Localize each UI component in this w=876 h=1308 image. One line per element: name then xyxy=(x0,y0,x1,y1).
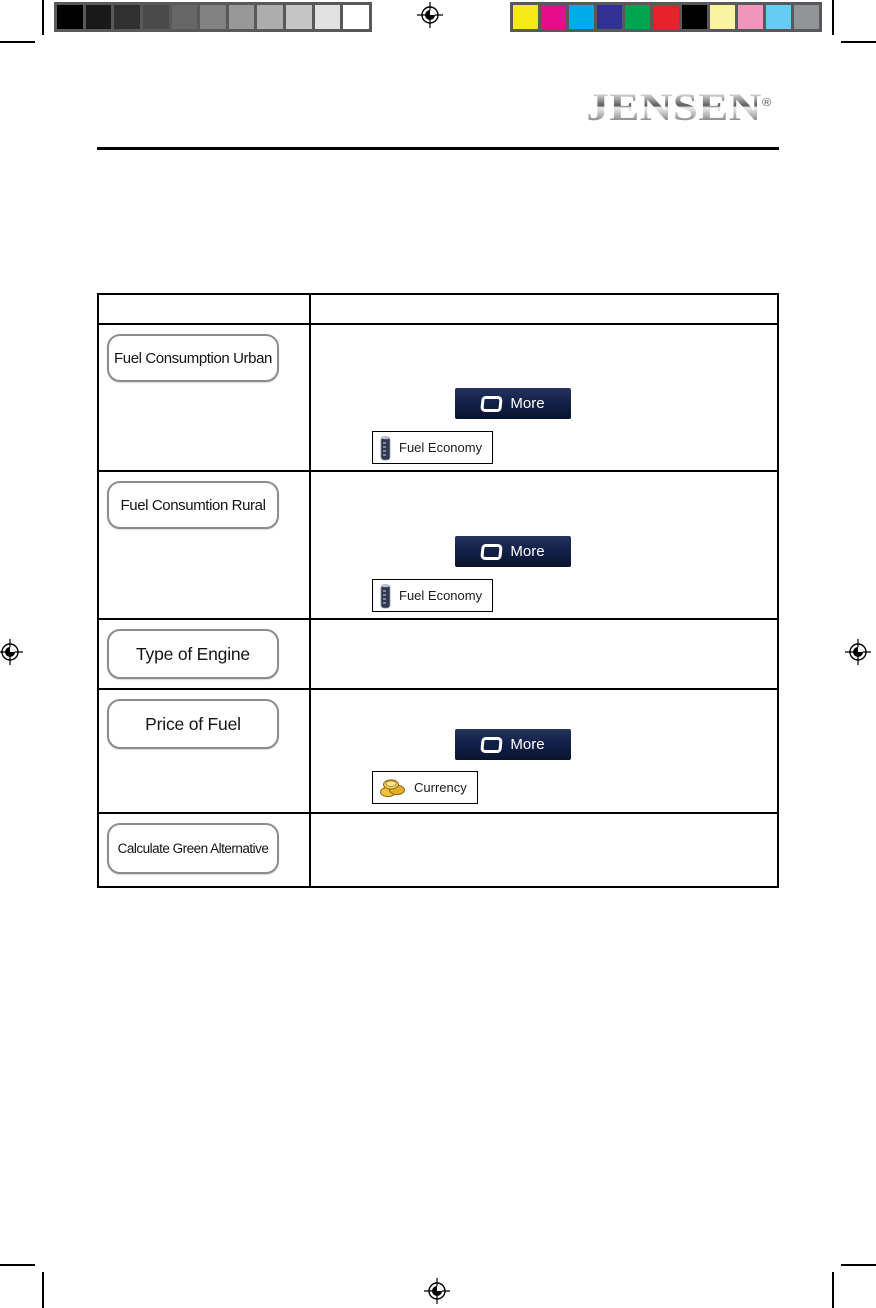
grayscale-calibration-bar xyxy=(54,2,372,32)
table-row: Fuel Consumption Urban More Fuel Economy xyxy=(99,323,777,470)
more-icon xyxy=(480,543,504,560)
row-cell-right: More Fuel Economy xyxy=(311,325,777,470)
table-row: Type of Engine xyxy=(99,618,777,688)
crop-mark xyxy=(42,0,44,35)
calibration-swatch xyxy=(257,5,284,29)
row-cell-right: More Fuel Economy xyxy=(311,472,777,618)
table-row: Fuel Consumtion Rural More Fuel Economy xyxy=(99,470,777,618)
calibration-swatch xyxy=(737,5,763,29)
row-cell-right xyxy=(311,620,777,688)
more-label: More xyxy=(510,543,545,560)
registration-mark-icon xyxy=(424,1278,450,1304)
calibration-swatch xyxy=(85,5,112,29)
fuel-economy-button[interactable]: Fuel Economy xyxy=(372,431,494,464)
currency-button[interactable]: Currency xyxy=(372,771,478,804)
more-icon xyxy=(480,736,504,753)
brand-logo: JENSEN® xyxy=(586,84,772,130)
header-cell-left xyxy=(99,295,311,323)
registration-mark-icon xyxy=(417,2,443,28)
calibration-swatch xyxy=(569,5,595,29)
table-row: Price of Fuel More Currency xyxy=(99,688,777,812)
table-header-row xyxy=(99,295,777,323)
currency-label: Currency xyxy=(414,780,467,795)
crop-mark xyxy=(0,41,35,43)
calculate-green-alternative-button[interactable]: Calculate Green Alternative xyxy=(107,823,279,874)
crop-mark xyxy=(832,0,834,35)
fuel-economy-label: Fuel Economy xyxy=(399,588,483,603)
row-cell-left: Fuel Consumtion Rural xyxy=(99,472,311,618)
row-cell-right: More Currency xyxy=(311,690,777,812)
coins-icon xyxy=(380,778,405,797)
calibration-swatch xyxy=(142,5,169,29)
calibration-swatch xyxy=(286,5,312,29)
type-of-engine-button[interactable]: Type of Engine xyxy=(107,629,279,679)
calibration-swatch xyxy=(541,5,567,29)
price-of-fuel-button[interactable]: Price of Fuel xyxy=(107,699,279,749)
crop-mark xyxy=(42,1272,44,1308)
fuel-consumtion-rural-button[interactable]: Fuel Consumtion Rural xyxy=(107,481,279,529)
calibration-swatch xyxy=(343,5,370,29)
header-rule xyxy=(97,147,779,150)
color-calibration-bar xyxy=(510,2,822,32)
crop-mark xyxy=(832,1272,834,1308)
crop-mark xyxy=(0,1264,35,1266)
calibration-swatch xyxy=(57,5,83,29)
fuel-gauge-icon xyxy=(380,583,391,608)
fuel-gauge-icon xyxy=(380,435,391,460)
calibration-swatch xyxy=(171,5,198,29)
calibration-swatch xyxy=(793,5,820,29)
row-cell-left: Fuel Consumption Urban xyxy=(99,325,311,470)
registered-trademark: ® xyxy=(761,95,772,109)
fuel-consumption-urban-button[interactable]: Fuel Consumption Urban xyxy=(107,334,279,382)
row-cell-left: Price of Fuel xyxy=(99,690,311,812)
header-cell-right xyxy=(311,295,777,323)
calibration-swatch xyxy=(597,5,623,29)
more-icon xyxy=(480,395,504,412)
fuel-economy-label: Fuel Economy xyxy=(399,440,483,455)
crop-mark xyxy=(841,1264,876,1266)
calibration-swatch xyxy=(513,5,539,29)
more-button[interactable]: More xyxy=(455,536,571,567)
calibration-swatch xyxy=(765,5,791,29)
calibration-swatch xyxy=(228,5,255,29)
brand-name: JENSEN xyxy=(586,84,762,129)
registration-mark-icon xyxy=(845,639,871,665)
calibration-swatch xyxy=(314,5,341,29)
calibration-swatch xyxy=(709,5,735,29)
registration-mark-icon xyxy=(0,639,23,665)
calibration-swatch xyxy=(200,5,226,29)
more-button[interactable]: More xyxy=(455,729,571,760)
settings-table: Fuel Consumption Urban More Fuel Economy xyxy=(97,293,779,888)
more-label: More xyxy=(510,395,545,412)
calibration-swatch xyxy=(114,5,140,29)
row-cell-left: Calculate Green Alternative xyxy=(99,814,311,886)
calibration-swatch xyxy=(681,5,707,29)
fuel-economy-button[interactable]: Fuel Economy xyxy=(372,579,494,612)
crop-mark xyxy=(841,41,876,43)
calibration-swatch xyxy=(653,5,679,29)
more-label: More xyxy=(510,736,545,753)
more-button[interactable]: More xyxy=(455,388,571,419)
row-cell-left: Type of Engine xyxy=(99,620,311,688)
table-row: Calculate Green Alternative xyxy=(99,812,777,886)
row-cell-right xyxy=(311,814,777,886)
calibration-swatch xyxy=(625,5,651,29)
